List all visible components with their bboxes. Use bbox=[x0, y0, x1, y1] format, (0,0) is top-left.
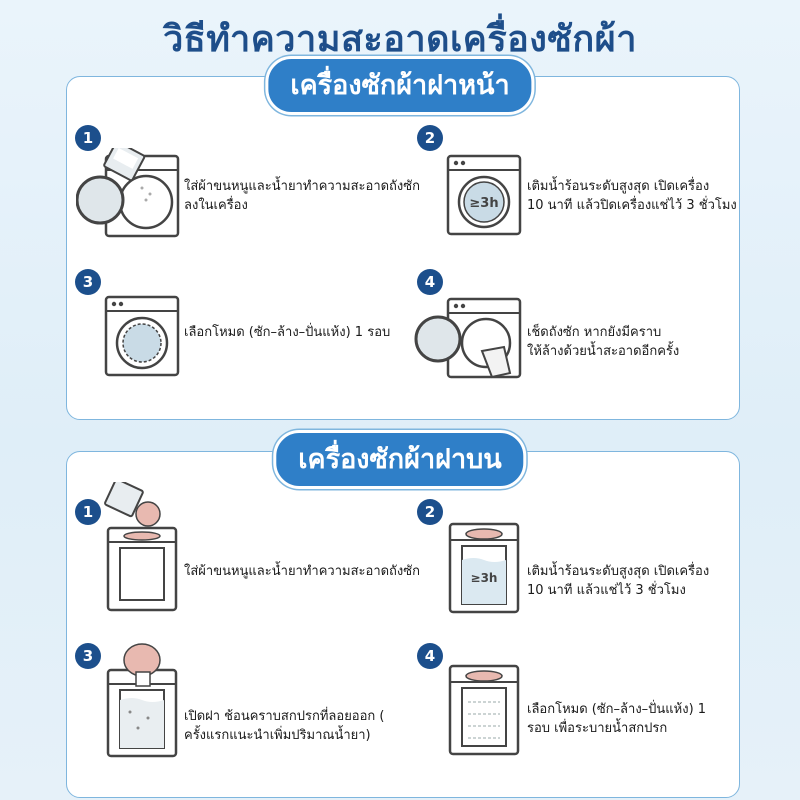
step-number-badge: 2 bbox=[417, 125, 443, 151]
soak-time-label: ≥3h bbox=[469, 196, 498, 211]
front-load-washer-add-detergent-illustration bbox=[76, 148, 180, 238]
top-load-washer-hot-water-illustration: ≥3h bbox=[448, 522, 520, 614]
front-load-heading: เครื่องซักผ้าฝาหน้า bbox=[265, 56, 535, 115]
step-description: เลือกโหมด (ซัก–ล้าง–ปั่นแห้ง) 1 รอบ เพื่… bbox=[527, 702, 707, 736]
step-description: ใส่ผ้าขนหนูและน้ำยาทำความสะอาดถังซัก bbox=[184, 564, 420, 579]
top-load-heading: เครื่องซักผ้าฝาบน bbox=[273, 430, 527, 489]
front-load-washer-cycle-illustration bbox=[104, 295, 180, 377]
step-description: เติมน้ำร้อนระดับสูงสุด เปิดเครื่อง 10 นา… bbox=[527, 564, 710, 598]
step-number-badge: 1 bbox=[75, 499, 101, 525]
step-description: เช็ดถังซัก หากยังมีคราบ ให้ล้างด้วยน้ำสะ… bbox=[527, 325, 680, 359]
top-load-washer-drain-cycle-illustration bbox=[448, 664, 520, 756]
step-number-badge: 4 bbox=[417, 269, 443, 295]
front-load-washer-wipe-illustration bbox=[414, 297, 522, 379]
step-number-badge: 2 bbox=[417, 499, 443, 525]
top-load-washer-skim-dirt-illustration bbox=[106, 643, 178, 758]
top-load-section bbox=[66, 451, 740, 798]
step-number-badge: 3 bbox=[75, 269, 101, 295]
step-number-badge: 3 bbox=[75, 643, 101, 669]
step-description: เปิดฝา ช้อนคราบสกปรกที่ลอยออก ( ครั้งแรก… bbox=[184, 709, 385, 743]
step-description: เติมน้ำร้อนระดับสูงสุด เปิดเครื่อง 10 นา… bbox=[527, 179, 737, 213]
front-load-washer-hot-water-illustration: ≥3h bbox=[446, 154, 522, 236]
page-title: วิธีทำความสะอาดเครื่องซักผ้า bbox=[163, 19, 637, 60]
top-load-washer-add-detergent-illustration bbox=[104, 482, 178, 612]
step-description: ใส่ผ้าขนหนูและน้ำยาทำความสะอาดถังซัก ลงใ… bbox=[184, 179, 420, 213]
step-number-badge: 1 bbox=[75, 125, 101, 151]
step-description: เลือกโหมด (ซัก–ล้าง–ปั่นแห้ง) 1 รอบ bbox=[184, 325, 391, 340]
soak-time-label: ≥3h bbox=[471, 571, 498, 585]
step-number-badge: 4 bbox=[417, 643, 443, 669]
